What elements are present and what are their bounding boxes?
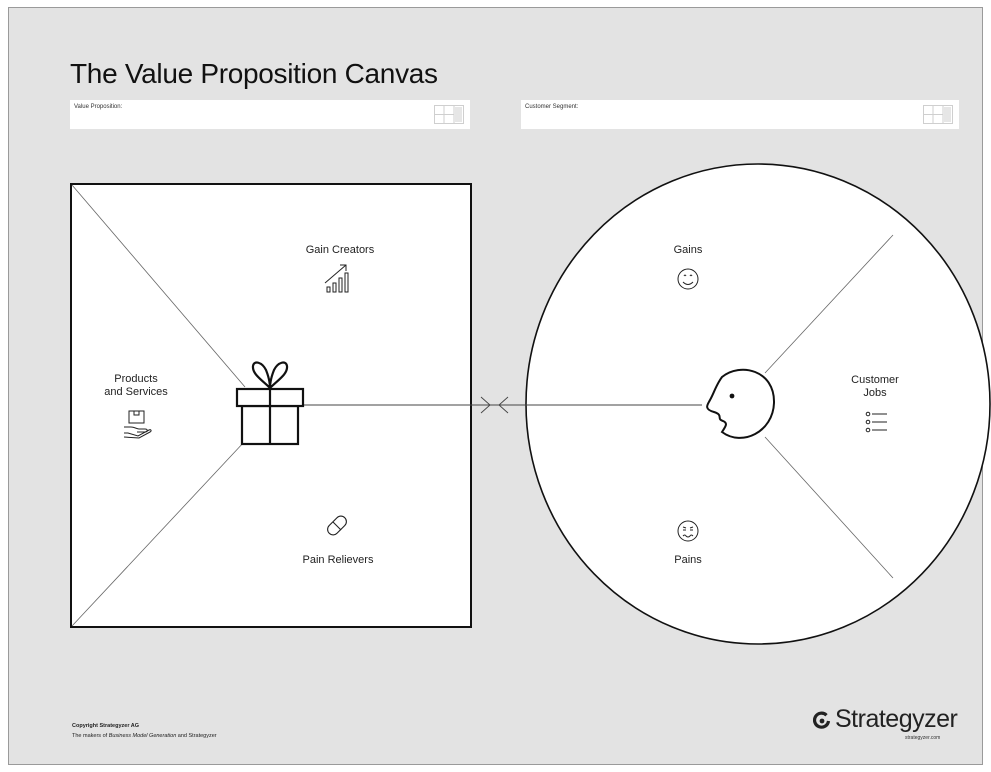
page-title: The Value Proposition Canvas xyxy=(70,58,438,89)
makers-text: The makers of Business Model Generation … xyxy=(72,733,217,739)
customer-jobs-line2: Jobs xyxy=(863,387,887,399)
gift-icon xyxy=(235,361,305,446)
value-proposition-field[interactable]: Value Proposition: xyxy=(70,100,470,129)
growth-chart-icon xyxy=(324,264,349,293)
sad-face-icon xyxy=(677,520,699,542)
brand-name: Strategyzer xyxy=(835,705,958,733)
customer-segment-field[interactable]: Customer Segment: xyxy=(521,100,959,129)
makers-prefix: The makers of xyxy=(72,733,109,739)
gains-label: Gains xyxy=(673,244,703,256)
customer-head-icon xyxy=(706,368,776,439)
customer-jobs-line1: Customer xyxy=(851,374,899,386)
gain-creators-label: Gain Creators xyxy=(305,244,375,256)
value-proposition-label: Value Proposition: xyxy=(74,104,123,110)
customer-segment-label: Customer Segment: xyxy=(525,104,579,110)
strategyzer-brand[interactable]: Strategyzer xyxy=(813,705,958,734)
smiley-face-icon xyxy=(677,268,699,290)
product-hand-icon xyxy=(123,410,152,439)
value-map-thumbnail-icon xyxy=(434,105,464,124)
pill-icon xyxy=(327,515,347,536)
products-services-line2: and Services xyxy=(104,386,168,398)
products-services-line1: Products xyxy=(114,373,158,385)
pains-label: Pains xyxy=(674,554,702,566)
strategyzer-logo-icon xyxy=(813,711,831,729)
pain-relievers-label: Pain Relievers xyxy=(302,554,374,566)
copyright-text: Copyright Strategyzer AG xyxy=(72,723,140,729)
fit-connector xyxy=(303,396,702,414)
makers-italic: Business Model Generation xyxy=(108,733,177,739)
customer-profile-thumbnail-icon xyxy=(923,105,953,124)
customer-jobs-label: Customer Jobs xyxy=(840,374,910,400)
checklist-icon xyxy=(865,411,887,433)
brand-url[interactable]: strategyzer.com xyxy=(905,735,941,741)
makers-suffix: and Strategyzer xyxy=(176,733,217,739)
products-services-label: Products and Services xyxy=(86,373,186,399)
